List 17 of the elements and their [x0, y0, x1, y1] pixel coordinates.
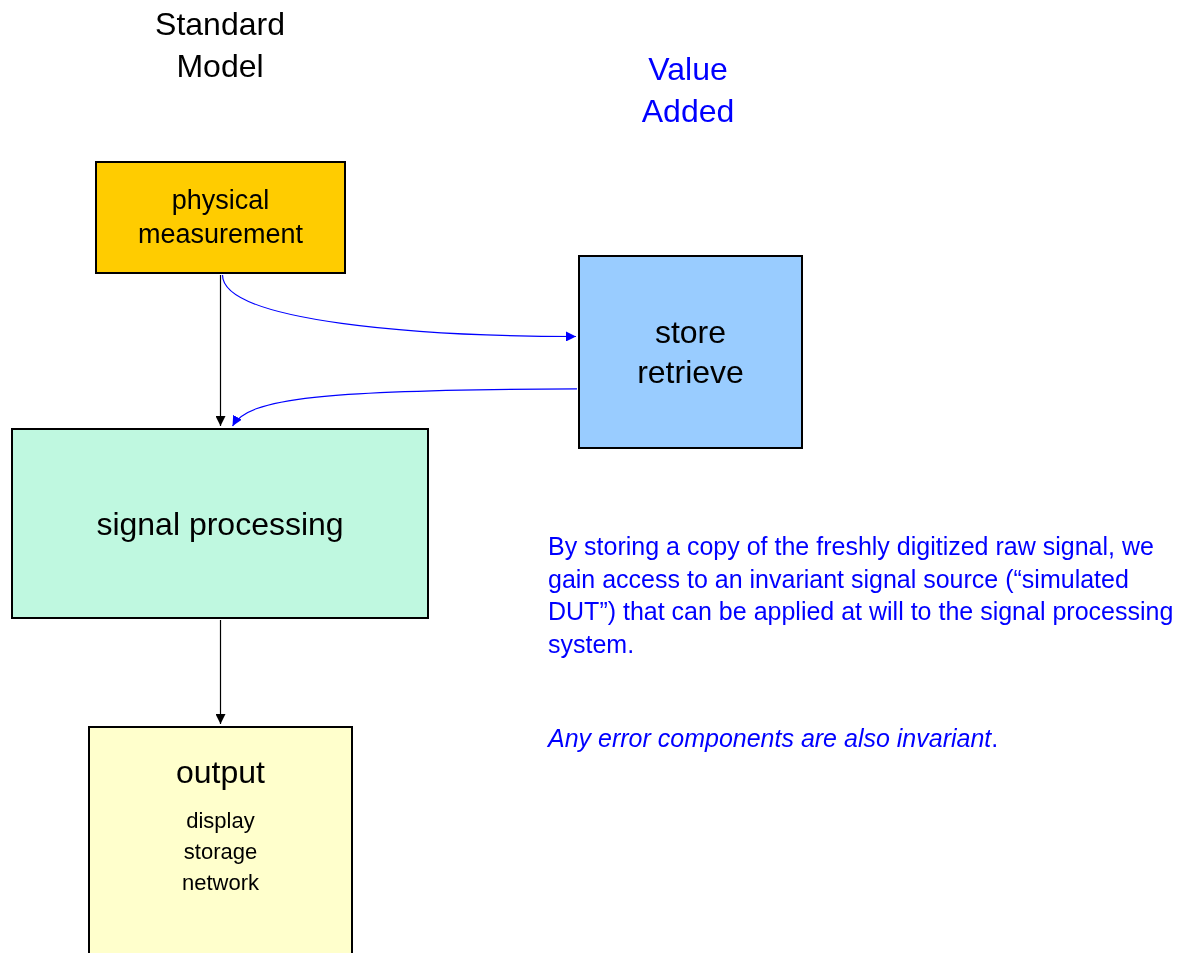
process-box [95, 161, 346, 274]
process-box [88, 726, 353, 953]
arrow [215, 274, 226, 427]
column-heading: Standard Model [154, 5, 286, 86]
note-sentence: Any error components are also invariant. [548, 723, 1000, 754]
arrow [215, 619, 226, 725]
arrow [221, 274, 577, 342]
column-heading: Value Added [640, 50, 736, 131]
box-title: signal processing [95, 504, 345, 544]
box-title: output [175, 753, 266, 792]
arrow [231, 388, 578, 427]
process-box [578, 255, 803, 449]
note-paragraph: By storing a copy of the freshly digitized raw signal, we gain access to an invariant signal source (“simulated DUT”) that can be applied at will to the signal processing system. [548, 531, 1175, 660]
process-box [11, 428, 429, 619]
box-title: store retrieve [636, 313, 745, 392]
box-title: physical measurement [136, 183, 305, 251]
box-detail: display storage network [180, 807, 260, 897]
